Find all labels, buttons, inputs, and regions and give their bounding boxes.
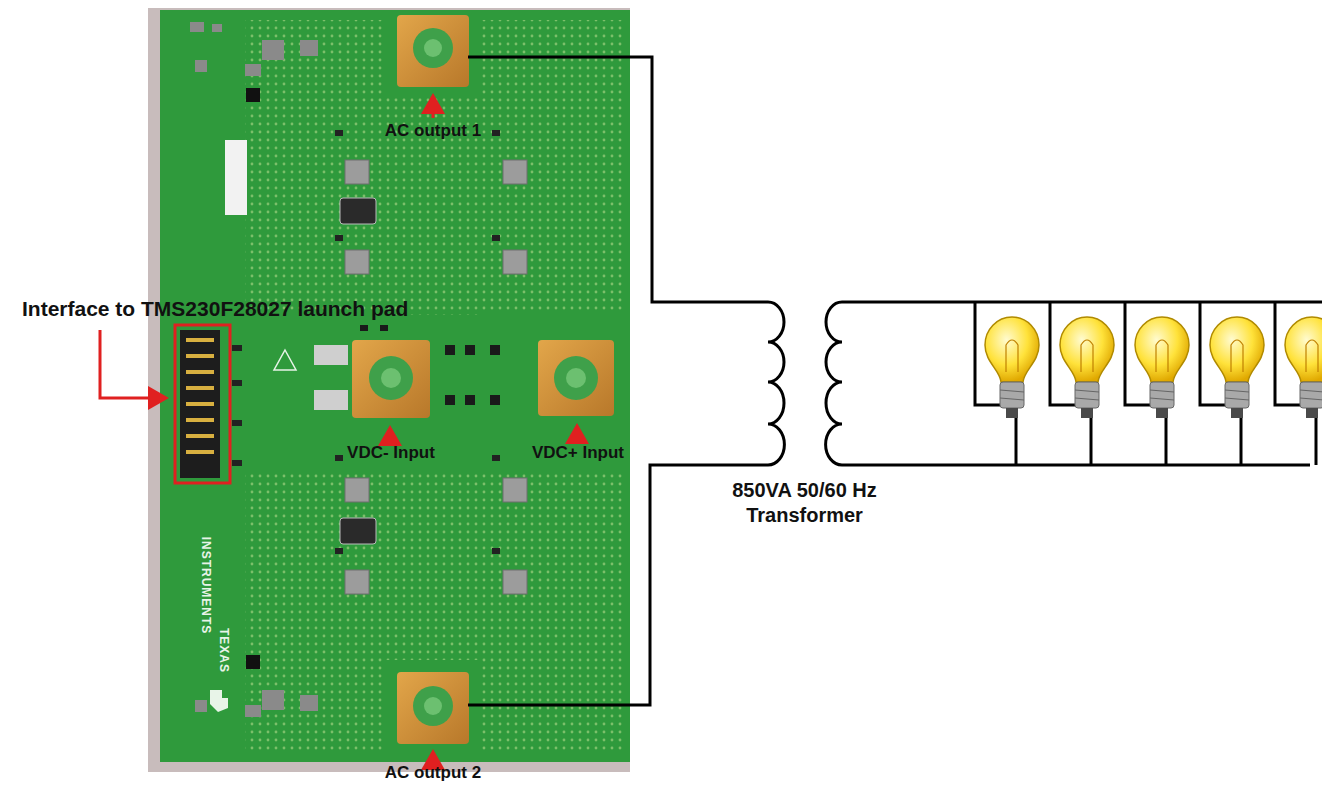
lamp-filament xyxy=(1306,340,1318,372)
lamp-glass xyxy=(1285,317,1322,382)
lamp-filament xyxy=(1081,340,1093,372)
lamp-thread xyxy=(1300,390,1322,392)
lamp-tip xyxy=(1306,408,1318,418)
transformer-label: 850VA 50/60 Hz Transformer xyxy=(712,478,897,528)
lamp-filament xyxy=(1006,340,1018,372)
silkscreen-text: INSTRUMENTS xyxy=(198,536,213,634)
lamp-thread xyxy=(1300,398,1322,400)
lamp-base xyxy=(1075,382,1099,408)
lamp-wire xyxy=(1315,418,1318,465)
lamp-tip xyxy=(1006,408,1018,418)
interface-label: Interface to TMS230F28027 launch pad xyxy=(22,296,408,322)
lamp-thread xyxy=(1000,390,1024,392)
terminal-label: VDC- Input xyxy=(320,442,462,463)
lamp-glass xyxy=(1060,317,1114,382)
lamp-wire xyxy=(1090,418,1093,465)
silkscreen-text: TEXAS xyxy=(216,627,231,672)
lamp-base xyxy=(1150,382,1174,408)
terminal-label: AC output 2 xyxy=(352,762,514,783)
lamp-thread xyxy=(1075,398,1099,400)
lamp-wire xyxy=(1015,418,1018,465)
lamp-thread xyxy=(1150,390,1174,392)
lamp-tip xyxy=(1231,408,1243,418)
lamp-thread xyxy=(1150,398,1174,400)
lamp-tip xyxy=(1081,408,1093,418)
lamp-thread xyxy=(1225,390,1249,392)
lamp-base xyxy=(1000,382,1024,408)
lamp-tip xyxy=(1156,408,1168,418)
lamp-symbol xyxy=(1125,302,1189,465)
terminal-label: AC output 1 xyxy=(352,120,514,141)
lamp-thread xyxy=(1000,398,1024,400)
lamp-glass xyxy=(1135,317,1189,382)
lamp-glass xyxy=(985,317,1039,382)
lamp-wire xyxy=(1165,418,1168,465)
lamp-wire xyxy=(1240,418,1243,465)
lamp-filament xyxy=(1156,340,1168,372)
terminal-label: VDC+ Input xyxy=(507,442,649,463)
lamp-symbol xyxy=(1275,302,1322,465)
lamp-base xyxy=(1300,382,1322,408)
lamp-symbol xyxy=(975,302,1039,465)
lamp-filament xyxy=(1231,340,1243,372)
lamp-thread xyxy=(1075,390,1099,392)
lamp-glass xyxy=(1210,317,1264,382)
lamp-symbol xyxy=(1050,302,1114,465)
lamp-base xyxy=(1225,382,1249,408)
lamp-thread xyxy=(1225,398,1249,400)
lamp-symbol xyxy=(1200,302,1264,465)
